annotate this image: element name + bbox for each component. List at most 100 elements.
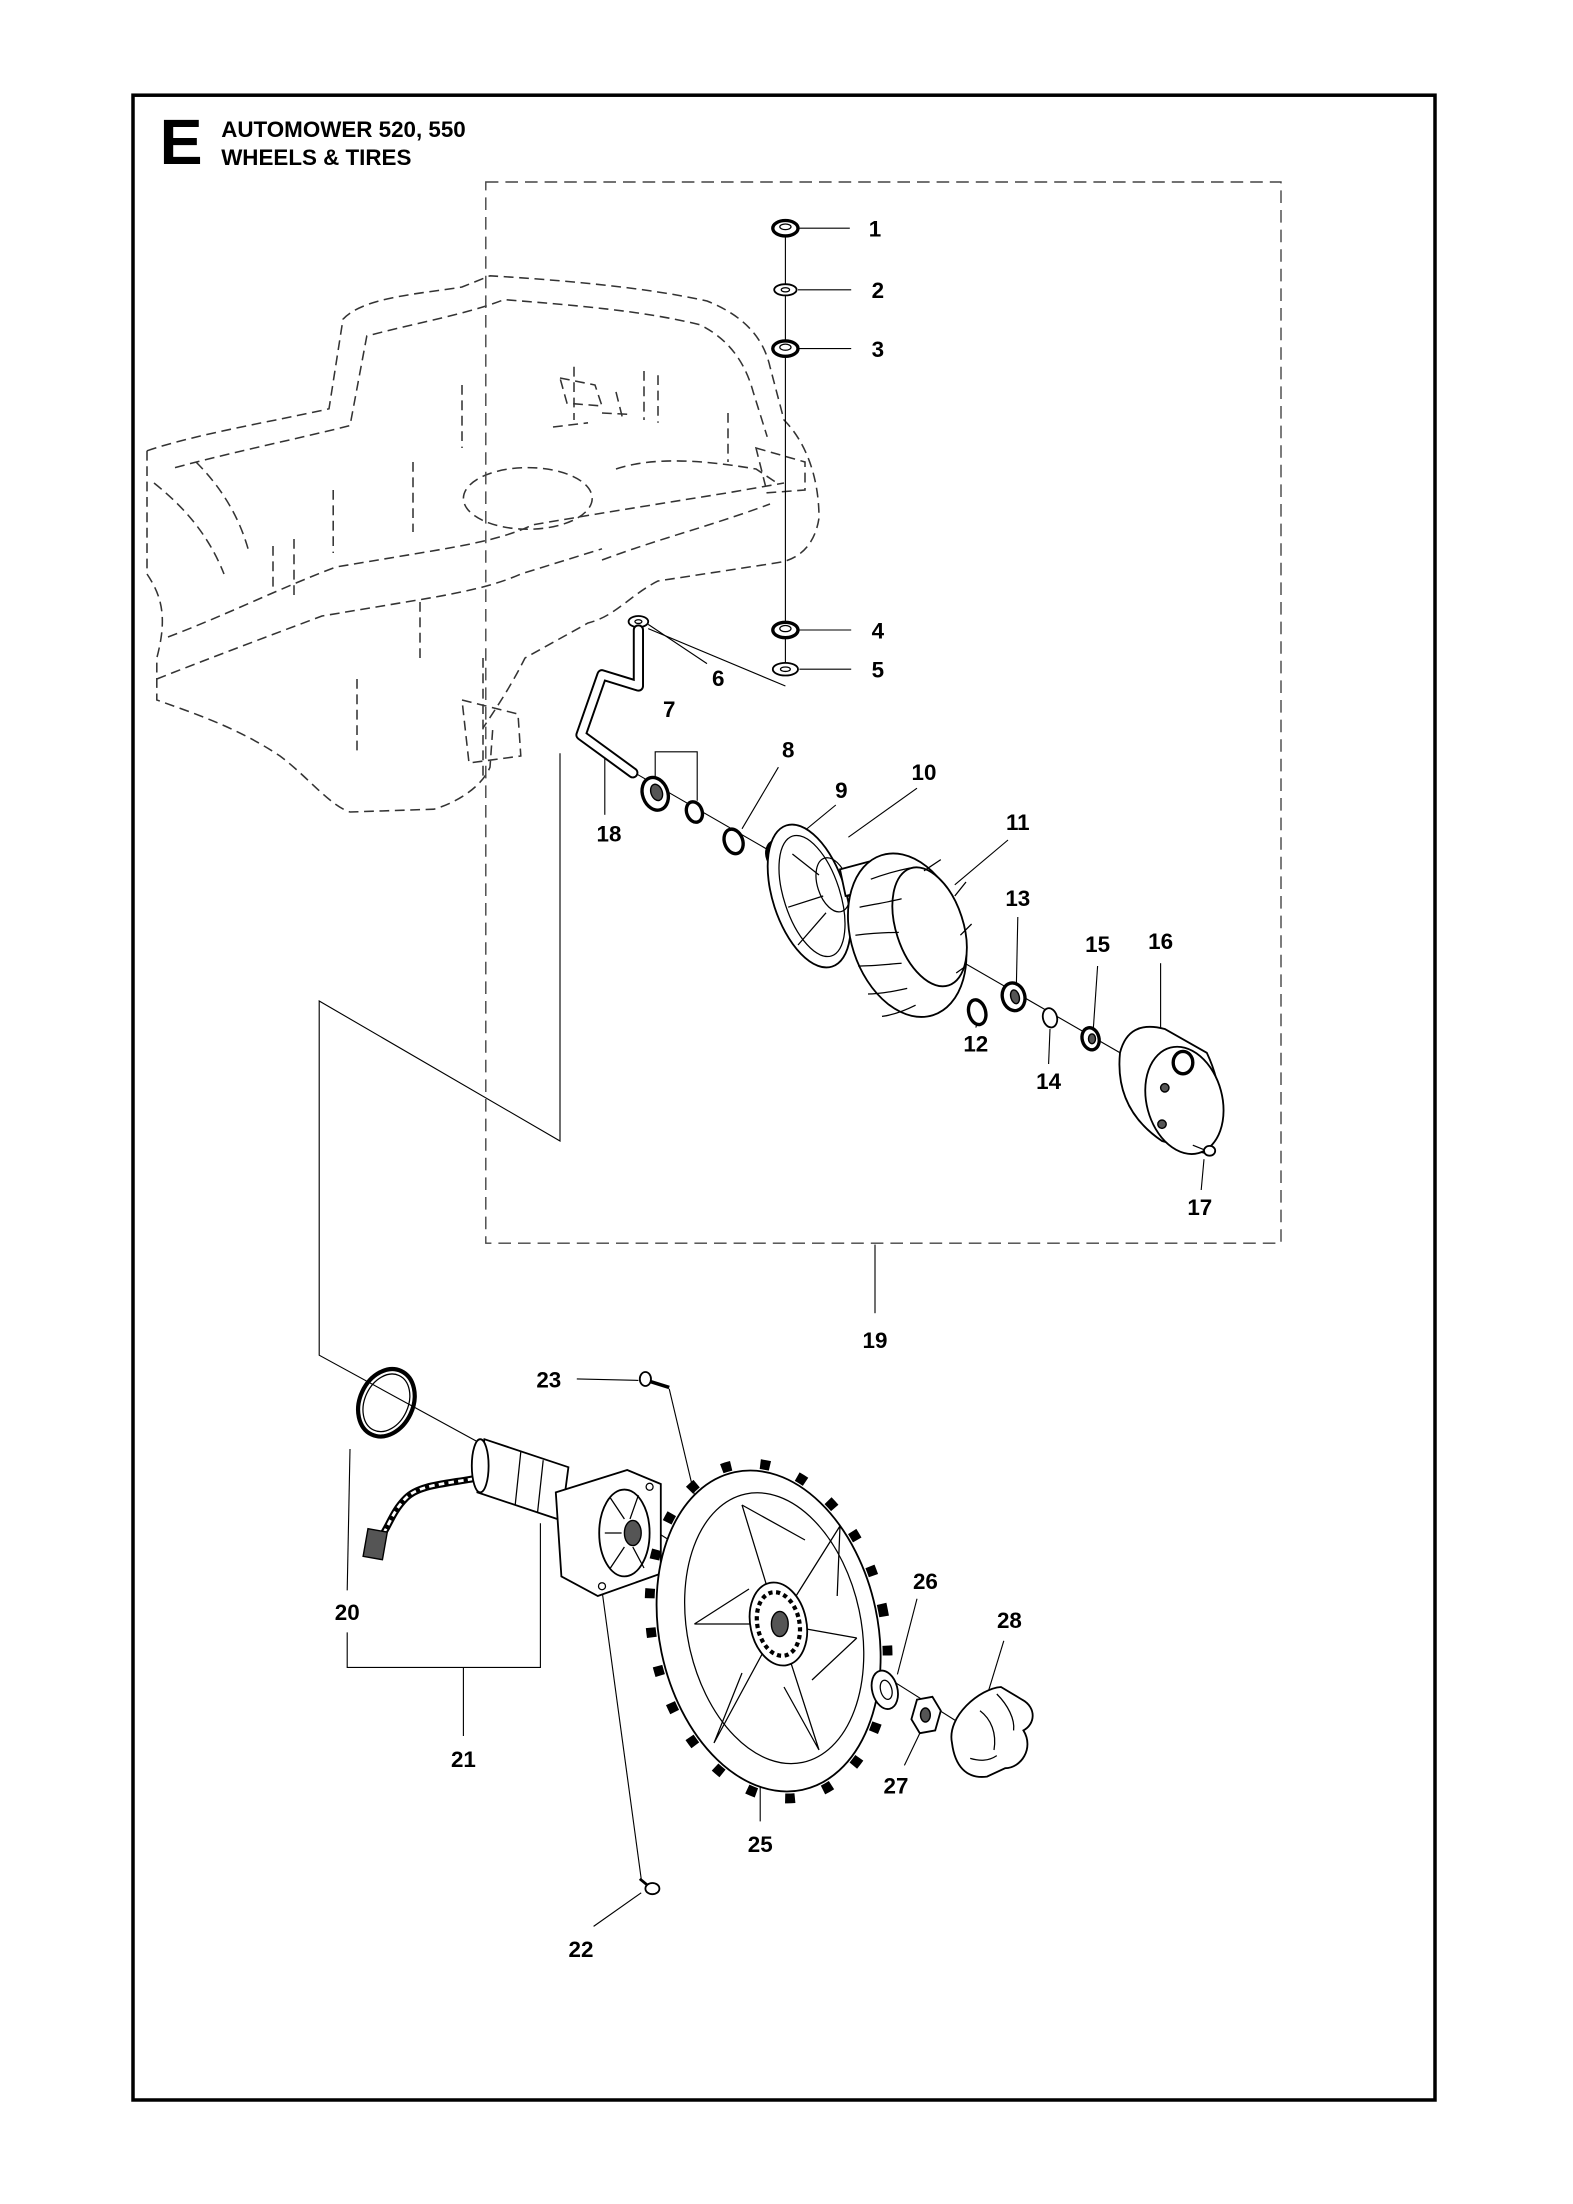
leader-8: [741, 766, 779, 830]
leader-20: [346, 1448, 351, 1591]
axle-rod-fill: [577, 626, 643, 777]
kit-to-motor-link: [318, 753, 561, 1446]
wheel-washer-body: [870, 1669, 899, 1710]
retaining-ring-12: [966, 998, 988, 1027]
rod-washer: [627, 615, 650, 629]
callout-16: 16: [1148, 929, 1173, 954]
callout-10: 10: [912, 760, 937, 785]
hub-plate-ribs: [788, 853, 827, 946]
motor-end-cap: [470, 1438, 490, 1494]
wheel-hub-plate: [766, 823, 885, 969]
washer-upper-hole: [780, 287, 791, 293]
callout-28: 28: [997, 1608, 1022, 1633]
callout-8: 8: [782, 737, 794, 762]
chassis-step: [167, 482, 785, 638]
leader-11: [954, 839, 1009, 886]
callout-4: 4: [872, 618, 885, 643]
chassis-right-wall: [601, 460, 778, 561]
nut-15: [1080, 1026, 1101, 1052]
washer-lower-hole: [779, 666, 791, 673]
leader-14: [1048, 1028, 1051, 1065]
spacer-bushing: [684, 800, 705, 824]
callout-19: 19: [863, 1328, 888, 1353]
leader-23: [576, 1378, 639, 1381]
tire-tread: [855, 859, 973, 1018]
screw-22: [638, 1877, 661, 1896]
o-ring-outer: [356, 1367, 417, 1439]
callout-25: 25: [748, 1832, 773, 1857]
washer-lower-body: [771, 661, 799, 677]
callout-labels: 1 2 3 4 5 6 7 8 9 10 11 12 13 14 15 16 1…: [335, 217, 1212, 1963]
rod-washer-hole: [634, 619, 643, 625]
gearbox-ribs: [604, 1494, 645, 1569]
nut-15-hole: [1087, 1033, 1097, 1045]
drive-wheel: [644, 1458, 893, 1804]
callout-3: 3: [872, 337, 884, 362]
leader-15: [1092, 965, 1099, 1028]
chassis-inner-rim: [174, 298, 768, 469]
title-line-2: WHEELS & TIRES: [221, 145, 411, 170]
o-ring-inner: [362, 1373, 411, 1433]
axis-6-5: [647, 628, 786, 687]
hub-knob-facets: [970, 1693, 1015, 1761]
drive-gear: [640, 775, 671, 812]
callout-5: 5: [872, 658, 884, 683]
bearing-lower: [771, 620, 800, 640]
callout-6: 6: [712, 666, 724, 691]
bearing-upper: [771, 339, 800, 358]
bracket-21: [346, 1523, 541, 1668]
bearing-13: [1000, 981, 1027, 1013]
hub-cap: [1118, 1025, 1225, 1155]
gearbox-mount-hole-bottom: [597, 1582, 607, 1591]
bearing-upper-hole: [779, 343, 792, 351]
screw-17-head: [1203, 1144, 1217, 1157]
drive-gear-hub: [649, 783, 664, 802]
screw-23: [638, 1371, 670, 1390]
chassis-lower-rim: [156, 548, 603, 680]
callout-11: 11: [1006, 810, 1030, 835]
motor-body: [476, 1437, 570, 1522]
hub-plate-rim: [778, 834, 846, 958]
callout-17: 17: [1187, 1195, 1212, 1220]
callout-9: 9: [835, 778, 847, 803]
washer-upper-body: [773, 283, 798, 297]
callout-12: 12: [963, 1031, 988, 1056]
wheel-hub-bore: [770, 1610, 789, 1638]
hub-cap-hole-lower: [1157, 1119, 1167, 1130]
title-line-1: AUTOMOWER 520, 550: [221, 117, 466, 142]
motor-connector: [362, 1527, 389, 1561]
gearbox-mount-hole-top: [645, 1482, 654, 1491]
wheel-hub-teeth: [754, 1590, 803, 1658]
leader-17: [1200, 1159, 1205, 1191]
bearing-13-hole: [1009, 989, 1021, 1005]
hub-cap-center-hole: [1171, 1049, 1195, 1076]
callout-27: 27: [884, 1773, 909, 1798]
leader-22: [593, 1892, 642, 1927]
tire: [847, 852, 973, 1018]
wheel-nut-hole: [919, 1707, 932, 1723]
wheel-washer-hole: [879, 1679, 893, 1701]
washer-lower: [771, 661, 799, 677]
chassis-opening: [462, 466, 593, 530]
spacer-bushing-body: [684, 800, 705, 824]
motor-body-band: [514, 1451, 544, 1513]
motor-cable-highlight: [379, 1475, 484, 1539]
lock-nut-hole: [779, 223, 792, 231]
callout-1: 1: [869, 217, 881, 242]
bracket-7: [654, 751, 698, 801]
chassis-details: [461, 376, 806, 764]
callout-23: 23: [536, 1367, 561, 1392]
callout-26: 26: [913, 1569, 938, 1594]
wheel-cleats: [644, 1458, 893, 1804]
wheel-rim-inner: [684, 1492, 865, 1765]
leader-13: [1015, 916, 1019, 985]
axle-rod: [575, 624, 645, 779]
drive-motor: [362, 1437, 662, 1597]
callout-2: 2: [872, 278, 884, 303]
wheel-kit-boundary: [485, 181, 1282, 1244]
tire-inner-opening: [891, 866, 968, 988]
wheel-washer: [870, 1669, 899, 1710]
chassis-top-edge: [146, 275, 820, 729]
callout-21: 21: [451, 1747, 476, 1772]
